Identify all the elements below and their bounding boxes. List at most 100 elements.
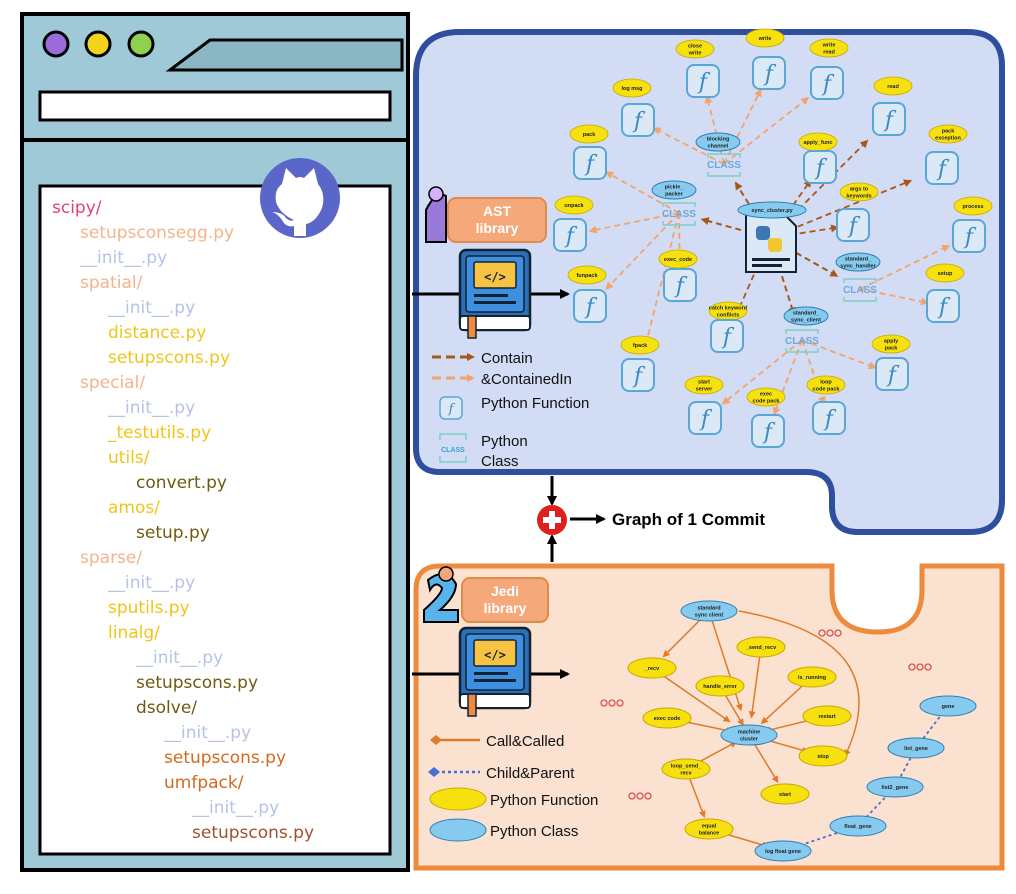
tree-file[interactable]: sputils.py (108, 598, 190, 618)
tree-folder[interactable]: special/ (80, 373, 146, 393)
address-bar[interactable] (38, 90, 392, 122)
tree-file[interactable]: __init__.py (192, 798, 280, 818)
class-node[interactable] (783, 306, 829, 326)
tree-file[interactable]: __init__.py (108, 573, 196, 593)
jedi-node-label: is_running (798, 675, 826, 681)
jedi-function-node[interactable] (760, 783, 810, 805)
jedi-class-node[interactable] (720, 724, 778, 746)
tree-folder[interactable]: amos/ (108, 498, 160, 518)
jedi-function-node[interactable] (627, 657, 677, 679)
class-node[interactable] (695, 132, 741, 152)
jedi-legend: Call&Called Child&Parent Python Function… (428, 733, 598, 842)
class-node[interactable] (835, 252, 881, 272)
function-f-icon: f (952, 219, 986, 253)
function-label-node[interactable] (809, 38, 849, 58)
tree-folder[interactable]: scipy/ (52, 198, 102, 218)
tree-file[interactable]: __init__.py (164, 723, 252, 743)
badge-ast: AST library (425, 186, 547, 243)
jedi-function-node[interactable] (642, 707, 692, 729)
tree-file[interactable]: setupscons.py (164, 748, 287, 768)
function-label-node[interactable] (684, 375, 724, 395)
function-label-node[interactable] (925, 263, 965, 283)
function-label-node[interactable] (746, 387, 786, 407)
tree-file[interactable]: setupscons.py (108, 348, 231, 368)
tree-file[interactable]: __init__.py (136, 648, 224, 668)
function-label-node[interactable] (675, 39, 715, 59)
edge-contained-in (801, 339, 826, 405)
jedi-node-label: gene (942, 704, 955, 710)
jedi-class-node[interactable] (887, 737, 945, 759)
tree-file[interactable]: setupscons.py (136, 673, 259, 693)
tree-folder[interactable]: umfpack/ (164, 773, 244, 793)
function-label-node[interactable] (567, 265, 607, 285)
ellipsis-icon (818, 629, 842, 637)
jedi-function-node[interactable] (798, 745, 848, 767)
class-node[interactable] (651, 180, 697, 200)
legend-jedi-class-label: Python Class (490, 823, 578, 840)
jedi-class-node[interactable] (754, 840, 812, 862)
edge-contained-in (704, 94, 725, 165)
window-dot-purple-icon (42, 30, 70, 58)
center-file-node[interactable] (737, 201, 807, 219)
jedi-function-node[interactable] (661, 758, 711, 780)
jedi-class-node[interactable] (829, 815, 887, 837)
function-label-node[interactable] (806, 375, 846, 395)
jedi-function-node[interactable] (695, 675, 745, 697)
function-label-node[interactable] (554, 195, 594, 215)
badge-jedi-line2: library (484, 600, 527, 616)
tree-file[interactable]: setup.py (136, 523, 210, 543)
function-f-icon: f (663, 268, 697, 302)
function-label-node[interactable] (620, 335, 660, 355)
tree-file[interactable]: distance.py (108, 323, 207, 343)
jedi-class-node[interactable] (866, 776, 924, 798)
tree-file[interactable]: convert.py (136, 473, 227, 493)
jedi-function-node[interactable] (684, 818, 734, 840)
number-one-icon (425, 186, 447, 243)
tree-file[interactable]: __init__.py (80, 248, 168, 268)
jedi-class-node[interactable] (680, 600, 738, 622)
jedi-node-label: _send_recv (745, 645, 777, 651)
jedi-class-node[interactable] (919, 695, 977, 717)
tree-folder[interactable]: spatial/ (80, 273, 143, 293)
function-label-node[interactable] (953, 196, 993, 216)
function-node-label: exec_code (664, 257, 692, 263)
function-label-node[interactable] (612, 78, 652, 98)
function-node-label: write (758, 36, 772, 42)
function-node-label: read (887, 84, 899, 90)
tree-file[interactable]: __init__.py (108, 398, 196, 418)
jedi-node-label: float_gene (844, 824, 872, 830)
jedi-function-node[interactable] (802, 705, 852, 727)
tree-file[interactable]: setupsconsegg.py (80, 223, 235, 243)
function-label-node[interactable] (745, 28, 785, 48)
edge-contained-in (721, 339, 803, 405)
jedi-function-node[interactable] (787, 666, 837, 688)
jedi-function-node[interactable] (736, 636, 786, 658)
svg-text:CLASS: CLASS (843, 285, 877, 296)
tree-folder[interactable]: linalg/ (108, 623, 160, 643)
tree-file[interactable]: __init__.py (108, 298, 196, 318)
tree-file[interactable]: _testutils.py (108, 423, 212, 443)
tree-folder[interactable]: dsolve/ (136, 698, 198, 718)
tree-folder[interactable]: utils/ (108, 448, 150, 468)
legend-class-icon: CLASS (439, 433, 467, 463)
function-label-node[interactable] (839, 182, 879, 202)
legend-class-ellipse (429, 818, 487, 842)
function-label-node[interactable] (928, 124, 968, 144)
tree-file[interactable]: setupscons.py (192, 823, 315, 843)
function-label-node[interactable] (873, 76, 913, 96)
function-node-label: unpack (564, 203, 584, 209)
jedi-node-label: exec code (654, 716, 681, 722)
jedi-node-label: loop_send_recv (671, 764, 703, 777)
class-tag-icon: CLASS (707, 153, 741, 177)
function-label-node[interactable] (871, 334, 911, 354)
tree-folder[interactable]: sparse/ (80, 548, 143, 568)
class-tag-icon: CLASS (662, 202, 696, 226)
function-label-node[interactable] (569, 124, 609, 144)
jedi-node-label: _recv (644, 666, 660, 672)
edge-contained-in (643, 212, 680, 347)
